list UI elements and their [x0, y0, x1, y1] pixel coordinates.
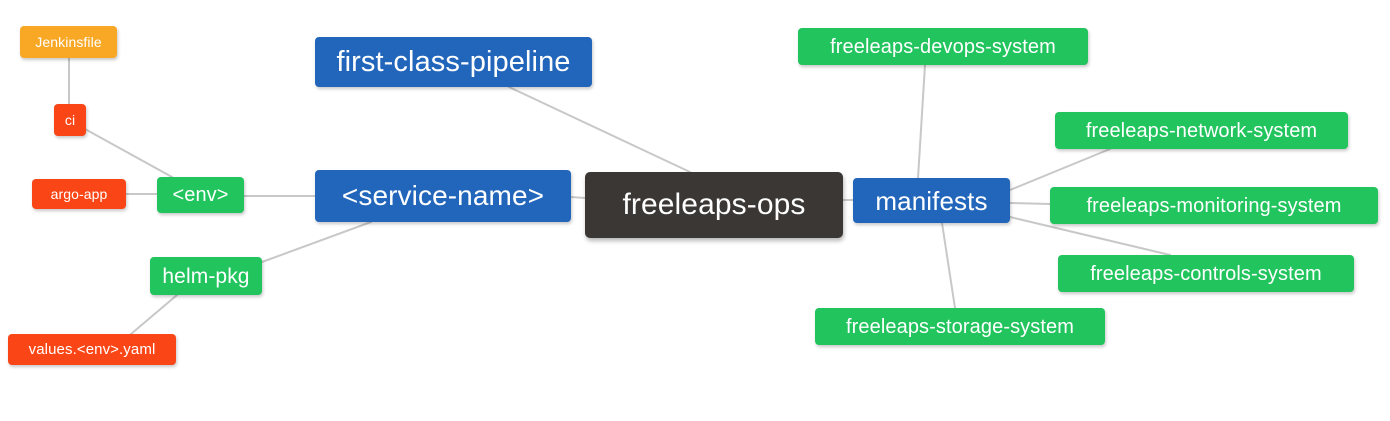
node-label: manifests: [875, 185, 988, 216]
edge-manifests-monitoring: [1009, 202, 1051, 205]
edge-manifests-storage: [941, 222, 956, 309]
node-label: freeleaps-ops: [622, 188, 806, 221]
node-controls-system[interactable]: freeleaps-controls-system: [1058, 255, 1354, 292]
node-label: ci: [64, 112, 76, 128]
node-label: freeleaps-network-system: [1085, 119, 1318, 142]
node-ci[interactable]: ci: [54, 104, 86, 136]
node-manifests[interactable]: manifests: [853, 178, 1010, 223]
edge-env-ci: [84, 128, 173, 178]
node-label: freeleaps-storage-system: [845, 315, 1075, 338]
node-label: freeleaps-devops-system: [830, 35, 1056, 58]
node-label: <service-name>: [341, 180, 545, 211]
node-env[interactable]: <env>: [157, 177, 244, 213]
edge-root-pipeline: [508, 86, 691, 173]
edge-service-helm: [261, 221, 372, 263]
node-label: Jenkinsfile: [35, 34, 102, 50]
node-argo-app[interactable]: argo-app: [32, 179, 126, 209]
node-label: freeleaps-controls-system: [1090, 262, 1322, 285]
node-label: argo-app: [50, 186, 108, 202]
node-devops-system[interactable]: freeleaps-devops-system: [798, 28, 1088, 65]
node-monitoring-system[interactable]: freeleaps-monitoring-system: [1050, 187, 1378, 224]
edge-root-service: [570, 196, 586, 199]
node-helm-pkg[interactable]: helm-pkg: [150, 257, 262, 295]
node-jenkinsfile[interactable]: Jenkinsfile: [20, 26, 117, 58]
node-first-class[interactable]: first-class-pipeline: [315, 37, 592, 87]
node-label: helm-pkg: [162, 264, 250, 288]
node-label: freeleaps-monitoring-system: [1086, 194, 1342, 217]
node-freeleaps-ops[interactable]: freeleaps-ops: [585, 172, 843, 238]
edge-manifests-controls: [1009, 216, 1171, 256]
node-service-name[interactable]: <service-name>: [315, 170, 571, 222]
node-label: values.<env>.yaml: [28, 341, 156, 358]
node-storage-system[interactable]: freeleaps-storage-system: [815, 308, 1105, 345]
node-label: <env>: [172, 184, 229, 206]
node-values-yaml[interactable]: values.<env>.yaml: [8, 334, 176, 365]
edge-manifests-devops: [917, 64, 926, 179]
edge-helm-values: [130, 294, 178, 335]
node-network-system[interactable]: freeleaps-network-system: [1055, 112, 1348, 149]
edge-manifests-network: [1009, 148, 1111, 191]
node-label: first-class-pipeline: [336, 45, 571, 78]
